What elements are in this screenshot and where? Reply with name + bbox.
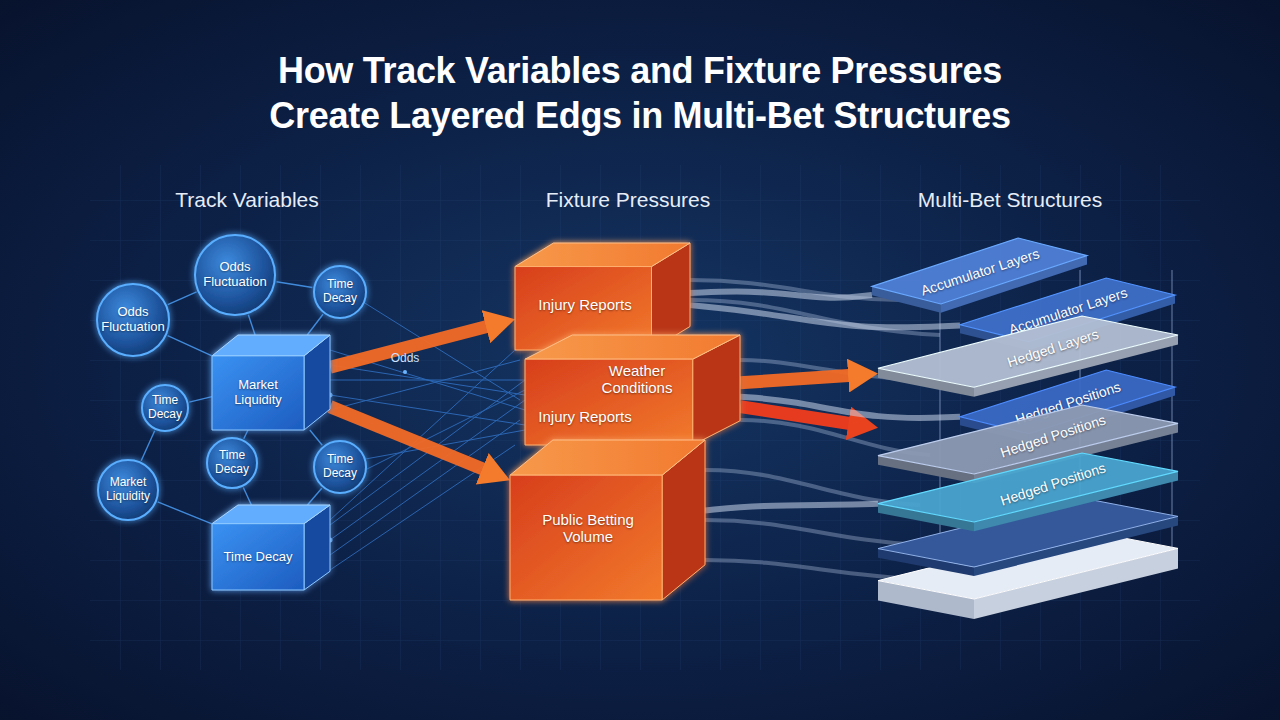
variable-circle: Time Decay [205, 436, 259, 490]
block-shape [212, 505, 330, 590]
node-text: Weather Conditions [577, 362, 697, 397]
block-front [510, 475, 662, 600]
variable-circle: Odds Fluctuation [193, 233, 277, 317]
network-link [158, 502, 212, 524]
circle-node [195, 235, 275, 315]
variable-circle: Odds Fluctuation [95, 282, 171, 358]
node-text: Odds Fluctuation [95, 305, 171, 335]
stray-label: Odds [375, 351, 435, 365]
variable-circle: Market Liquidity [96, 458, 160, 522]
bet-layer: Hedged Positions [878, 453, 1178, 545]
circle-node [142, 385, 188, 431]
circle-node [314, 441, 366, 493]
variable-circle: Time Decay [140, 383, 190, 433]
flow-ribbon [740, 397, 960, 418]
block-shape [212, 335, 330, 430]
node-text: Market Liquidity [216, 378, 300, 408]
node-text: Injury Reports [530, 296, 640, 313]
node-text: Time Decay [314, 453, 366, 481]
node-text: Public Betting Volume [540, 511, 636, 546]
block-shape [515, 243, 690, 350]
plate-top [878, 453, 1178, 522]
node-outline [212, 505, 330, 590]
node-text: Odds Fluctuation [196, 260, 274, 290]
circle-node [314, 266, 366, 318]
column-heading: Track Variables [107, 187, 387, 212]
pressure-block: Public Betting Volume [510, 440, 705, 600]
flow-ribbon [705, 504, 878, 511]
node-dot [403, 370, 407, 374]
fan-line [330, 360, 520, 410]
block-front [212, 524, 304, 590]
network-link [243, 488, 251, 505]
node-text: Market Liquidity [97, 476, 159, 504]
fan-line [330, 350, 515, 520]
node-text: Time Decay [314, 278, 366, 306]
pressure-block: Weather ConditionsInjury Reports [525, 335, 740, 445]
flow-ribbon [690, 292, 872, 298]
node-text: Injury Reports [535, 408, 635, 425]
network-link [248, 315, 255, 335]
network-link [141, 431, 155, 461]
pressure-arrow [740, 375, 856, 383]
fan-line [330, 380, 525, 381]
network-link [276, 282, 312, 288]
block-top [515, 243, 690, 267]
diagram-title: How Track Variables and Fixture Pressure… [140, 48, 1140, 138]
node-text: Time Decay [216, 550, 300, 565]
flow-ribbon [690, 305, 960, 327]
variable-circle: Time Decay [312, 439, 368, 495]
column-heading: Multi-Bet Structures [860, 187, 1160, 212]
network-link [168, 292, 197, 305]
plate-shape [878, 453, 1178, 531]
node-text: Time Decay [207, 449, 257, 477]
circle-node [207, 438, 257, 488]
pressure-block: Injury Reports [515, 243, 690, 350]
network-link [310, 430, 323, 445]
variable-cube: Market Liquidity [212, 335, 330, 430]
block-top [212, 335, 330, 356]
circle-node [98, 460, 158, 520]
grid [90, 165, 1200, 670]
node-text: Time Decay [142, 394, 188, 422]
pressure-arrow [330, 325, 494, 367]
fan-line [330, 365, 525, 395]
network-link [307, 488, 321, 505]
column-heading: Fixture Pressures [488, 187, 768, 212]
block-top [525, 335, 740, 359]
block-front [212, 356, 304, 430]
block-top [510, 440, 705, 475]
flow-ribbon [690, 280, 900, 300]
block-shape [525, 335, 740, 445]
network-link [244, 430, 248, 439]
network-link [307, 314, 323, 335]
block-top [212, 505, 330, 524]
flow-ribbon [705, 520, 920, 545]
block-shape [510, 440, 705, 600]
network-link [168, 336, 212, 356]
flow-ribbon [705, 470, 920, 505]
variable-circle: Time Decay [312, 264, 368, 320]
network-link [189, 397, 212, 402]
variable-cube: Time Decay [212, 505, 330, 590]
